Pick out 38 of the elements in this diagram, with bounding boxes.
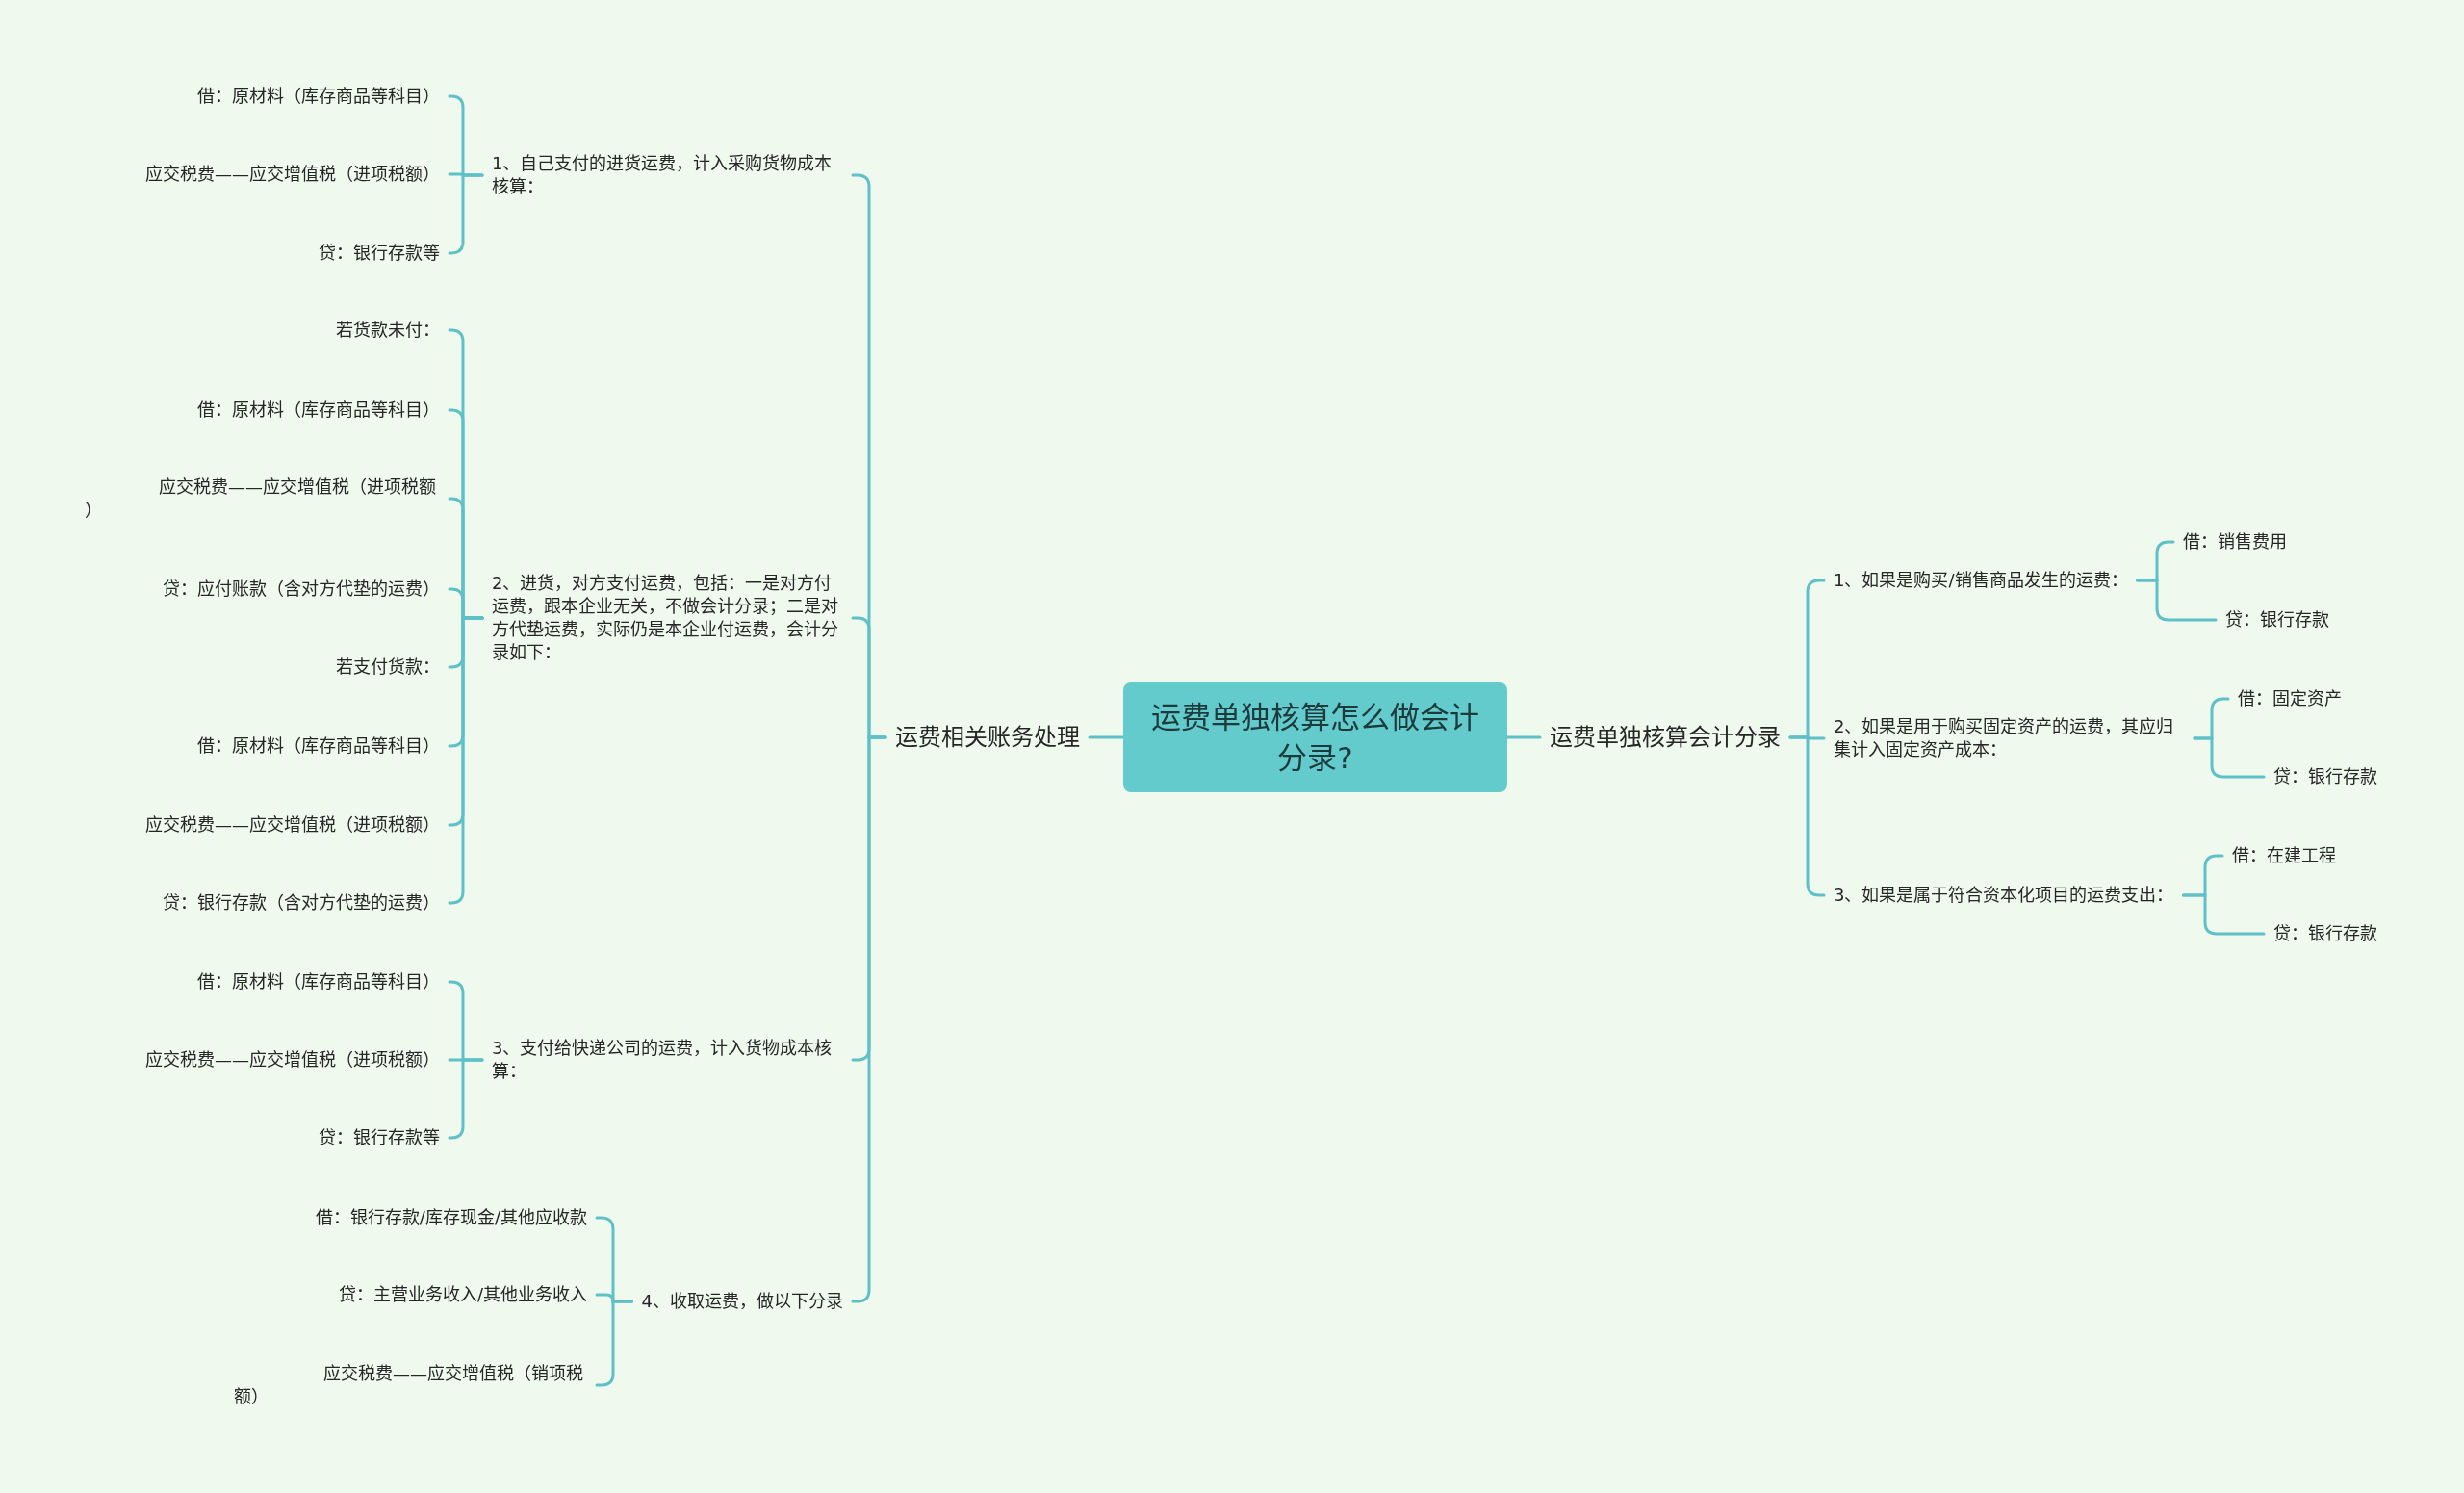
- entry-text: 应交税费——应交增值税（进项税额）: [136, 160, 449, 189]
- subtopic-text: 3、如果是属于符合资本化项目的运费支出：: [1824, 881, 2184, 910]
- entry-text: 若货款未付：: [326, 316, 449, 345]
- entry-text: 贷：应付账款（含对方代垫的运费）: [153, 575, 449, 604]
- entry-text: 贷：银行存款: [2216, 605, 2339, 634]
- connector-line: [2136, 579, 2218, 622]
- entry-text: 借：原材料（库存商品等科目）: [188, 732, 449, 760]
- entry-text: 借：银行存款/库存现金/其他应收款: [305, 1203, 597, 1232]
- subtopic-text: 1、自己支付的进货运费，计入采购货物成本核算：: [482, 149, 853, 201]
- entry-text: 贷：银行存款等: [309, 239, 449, 268]
- entry-text: 贷：银行存款: [2264, 919, 2387, 948]
- entry-text: 借：原材料（库存商品等科目）: [188, 82, 449, 111]
- connector-line: [1505, 735, 1542, 739]
- connector-line: [1088, 735, 1125, 739]
- branch-topic: 运费相关账务处理: [886, 719, 1090, 756]
- entry-text: 借：原材料（库存商品等科目）: [188, 967, 449, 996]
- entry-text: 贷：银行存款等: [309, 1123, 449, 1152]
- entry-text: 借：原材料（库存商品等科目）: [188, 396, 449, 425]
- connector-line: [2181, 893, 2266, 936]
- entry-text: 借：在建工程: [2222, 841, 2346, 870]
- entry-text: 贷：银行存款（含对方代垫的运费）: [153, 888, 449, 917]
- subtopic-text: 4、收取运费，做以下分录: [631, 1287, 853, 1316]
- entry-text: 若支付货款：: [326, 653, 449, 682]
- entry-text: 贷：主营业务收入/其他业务收入: [328, 1280, 597, 1309]
- branch-topic: 运费单独核算会计分录: [1540, 719, 1790, 756]
- entry-text: 应交税费——应交增值税（进项税额）: [136, 1045, 449, 1074]
- entry-text: 借：销售费用: [2173, 528, 2297, 556]
- entry-text: 应交税费——应交增值税（销项税额）: [224, 1359, 597, 1411]
- subtopic-text: 3、支付给快递公司的运费，计入货物成本核算：: [482, 1034, 853, 1086]
- subtopic-text: 2、如果是用于购买固定资产的运费，其应归集计入固定资产成本：: [1824, 712, 2194, 764]
- entry-text: 应交税费——应交增值税（进项税额）: [75, 473, 449, 525]
- entry-text: 应交税费——应交增值税（进项税额）: [136, 811, 449, 839]
- subtopic-text: 2、进货，对方支付运费，包括：一是对方付运费，跟本企业无关，不做会计分录；二是对方代垫运费，实际仍是本企业付运费，会计分录如下：: [482, 569, 853, 667]
- connector-line: [2193, 736, 2266, 779]
- central-topic: 运费单独核算怎么做会计分录?: [1123, 682, 1507, 792]
- entry-text: 借：固定资产: [2228, 684, 2351, 713]
- entry-text: 贷：银行存款: [2264, 762, 2387, 791]
- subtopic-text: 1、如果是购买/销售商品发生的运费：: [1824, 566, 2138, 595]
